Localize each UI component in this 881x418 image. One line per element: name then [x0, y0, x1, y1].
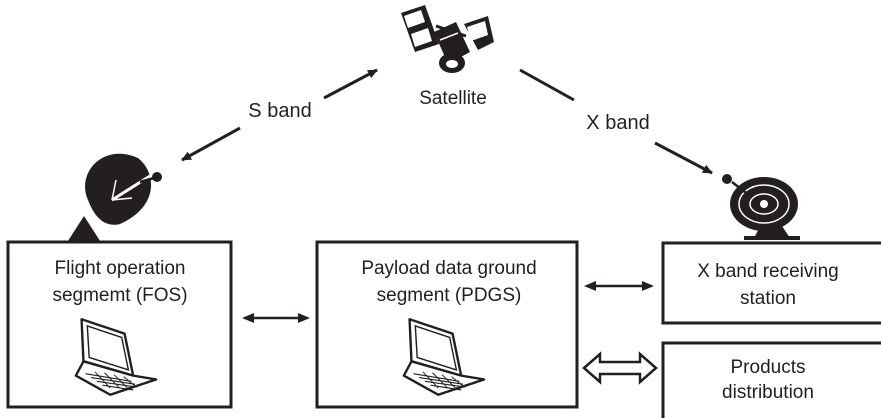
x-station-line1: X band receiving — [697, 261, 839, 282]
pdgs-x-station-double-arrow — [584, 281, 654, 291]
products-line1: Products — [731, 357, 806, 378]
s-band-label: S band — [248, 100, 311, 122]
pdgs-title-line2: segment (PDGS) — [377, 285, 522, 306]
satellite-dish-icon — [62, 153, 162, 245]
x-band-label: X band — [586, 112, 649, 134]
s-band-uplink-arrow — [323, 68, 378, 100]
x-band-downlink-arrow — [654, 141, 713, 175]
products-line2: distribution — [722, 382, 814, 403]
x-station-line2: station — [740, 288, 796, 309]
fos-pdgs-double-arrow — [242, 313, 310, 323]
products-distribution-box — [661, 341, 881, 418]
s-band-downlink-arrow — [181, 126, 241, 162]
satellite-label: Satellite — [419, 88, 487, 109]
pdgs-title-line1: Payload data ground — [361, 258, 536, 279]
satellite-dish-icon — [722, 174, 800, 240]
fos-title-line2: segmemt (FOS) — [52, 285, 187, 306]
satellite-icon — [401, 5, 494, 73]
x-band-station-box — [661, 241, 881, 325]
pdgs-products-hollow-double-arrow — [582, 351, 658, 385]
fos-title-line1: Flight operation — [55, 258, 186, 279]
x-band-link-line — [519, 68, 575, 102]
